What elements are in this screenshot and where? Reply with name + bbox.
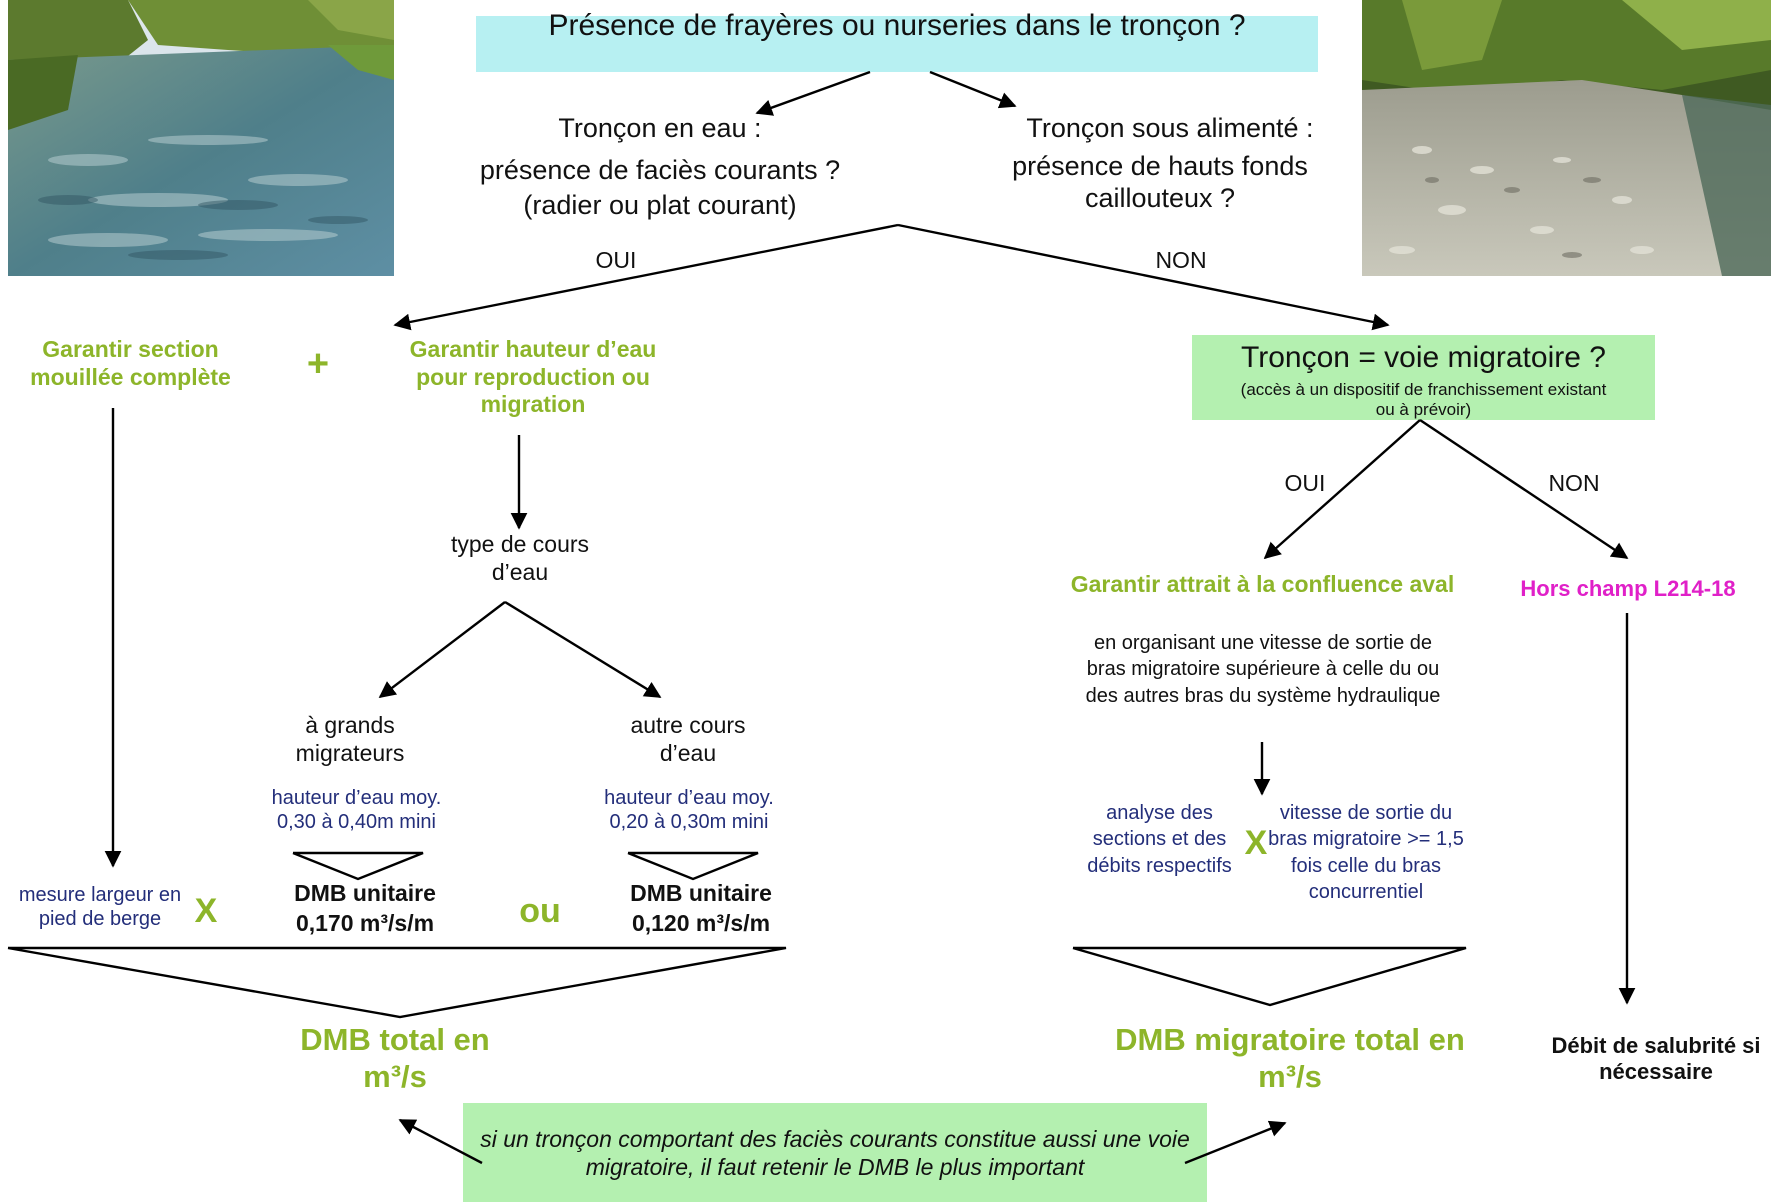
garantir-hauteur-label: Garantir hauteur d’eau pour reproduction… [409,336,657,418]
vitesse-sortie-label: vitesse de sortie du bras migratoire >= … [1268,802,1464,904]
hauteur-grands-label: hauteur d’eau moy. 0,30 à 0,40m mini [271,787,442,833]
dmb-grands-value: 0,170 m³/s/m [295,910,435,936]
autre-cours-label: autre cours d’eau [630,712,746,766]
voie-migratoire-title: Tronçon = voie migratoire ? [1241,341,1606,374]
river-photo-right [1362,0,1771,276]
times-sign-left: X [194,892,218,930]
left-branch-detail: (radier ou plat courant) [523,190,797,220]
hauteur-autre-label: hauteur d’eau moy. 0,20 à 0,30m mini [604,787,774,833]
river-photo-left [8,0,394,276]
debit-salubrite-label: Débit de salubrité si nécessaire [1551,1033,1761,1085]
grands-migrateurs-label: à grands migrateurs [295,712,405,766]
ou-label: ou [519,892,561,930]
times-sign-right: X [1244,824,1268,862]
dmb-unitaire-autre-label: DMB unitaire [630,880,772,906]
edge-label-oui-main: OUI [595,247,637,273]
hors-champ-label: Hors champ L214-18 [1520,576,1736,601]
top-question: Présence de frayères ou nurseries dans l… [548,9,1246,42]
garantir-attrait-title: Garantir attrait à la confluence aval [1070,571,1455,597]
dmb-autre-value: 0,120 m³/s/m [631,910,771,936]
bottom-note-box [463,1103,1207,1202]
type-cours-label: type de cours d’eau [450,531,590,585]
right-branch-question: présence de hauts fonds caillouteux ? [1012,151,1308,214]
bottom-note-text: si un tronçon comportant des faciès cour… [480,1126,1190,1180]
right-branch-title: Tronçon sous alimenté : [1026,113,1314,143]
top-question-box [476,16,1318,72]
dmb-total-label: DMB total en m³/s [300,1022,490,1095]
garantir-section-label: Garantir section mouillée complète [30,336,231,390]
plus-sign: + [306,343,330,385]
garantir-attrait-body: en organisant une vitesse de sortie de b… [1085,632,1441,707]
analyse-sections-label: analyse des sections et des débits respe… [1087,802,1232,877]
dmb-migratoire-total-label: DMB migratoire total en m³/s [1115,1022,1465,1095]
dmb-unitaire-grands-label: DMB unitaire [294,880,436,906]
edge-label-non-main: NON [1155,247,1207,273]
left-branch-title: Tronçon en eau : [558,113,762,143]
voie-migratoire-note: (accès à un dispositif de franchissement… [1240,380,1607,420]
voie-migratoire-box [1192,335,1655,420]
edge-label-oui-right: OUI [1284,470,1326,496]
edge-label-non-right: NON [1548,470,1600,496]
mesure-largeur-label: mesure largeur en pied de berge [18,884,182,930]
left-branch-question: présence de faciès courants ? [479,155,841,185]
